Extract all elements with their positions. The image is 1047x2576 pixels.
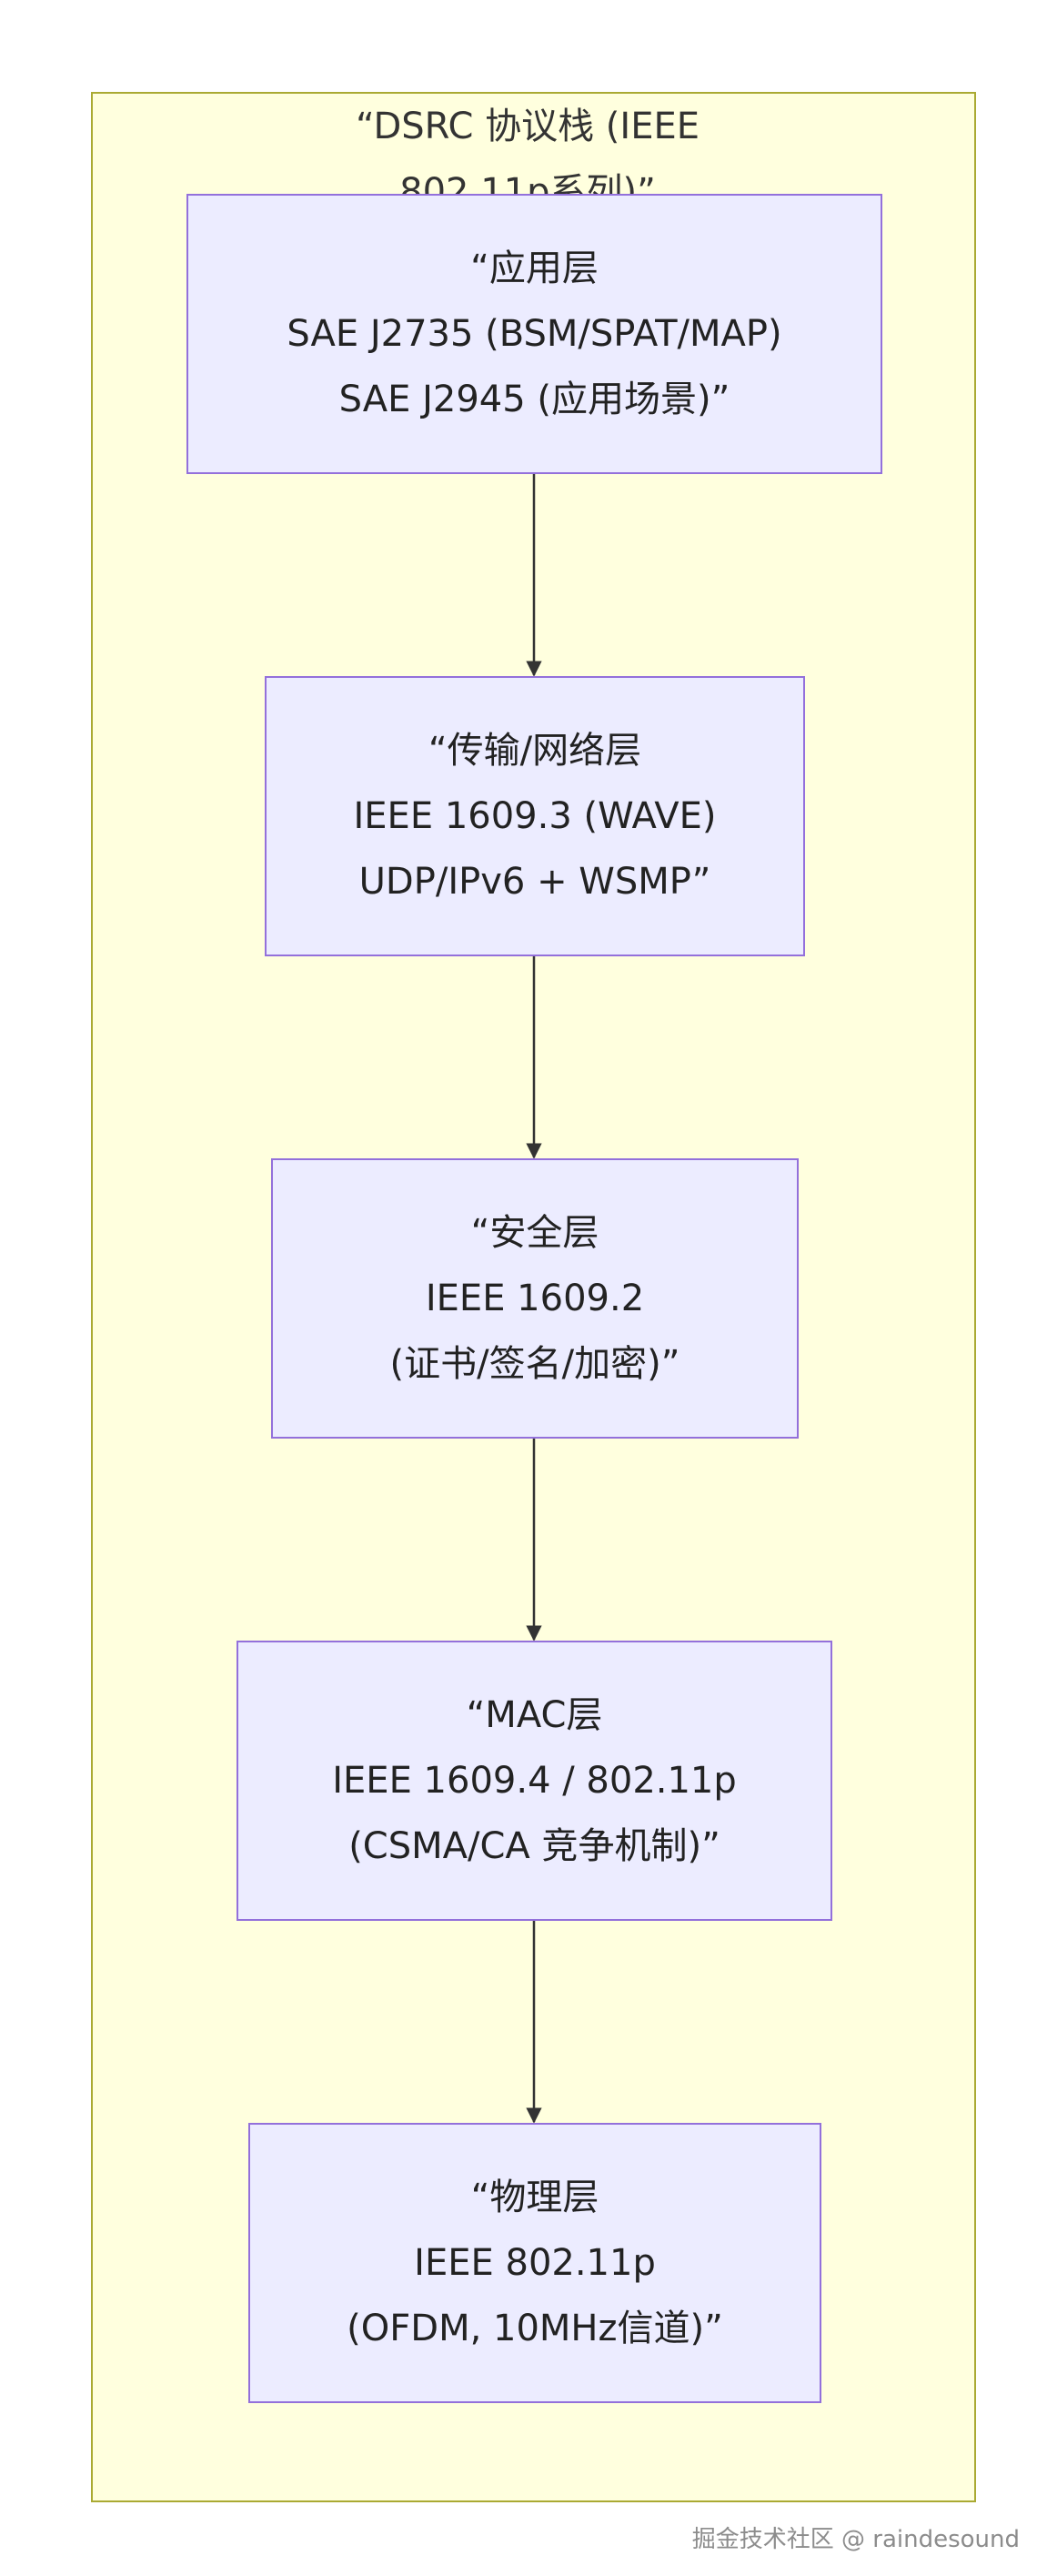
- node-security-layer: “安全层 IEEE 1609.2 (证书/签名/加密)”: [271, 1158, 799, 1439]
- node-line: (CSMA/CA 竞争机制)”: [348, 1825, 720, 1867]
- node-line: “MAC层: [466, 1694, 603, 1736]
- node-line: IEEE 802.11p: [414, 2242, 656, 2284]
- node-line: (OFDM, 10MHz信道)”: [347, 2308, 723, 2349]
- node-transport-network-layer: “传输/网络层 IEEE 1609.3 (WAVE) UDP/IPv6 + WS…: [265, 676, 805, 956]
- node-line: (证书/签名/加密)”: [389, 1343, 680, 1385]
- node-physical-layer: “物理层 IEEE 802.11p (OFDM, 10MHz信道)”: [248, 2123, 821, 2403]
- node-line: “物理层: [470, 2177, 599, 2218]
- node-line: “应用层: [470, 247, 599, 289]
- node-line: IEEE 1609.2: [425, 1278, 645, 1319]
- node-mac-layer: “MAC层 IEEE 1609.4 / 802.11p (CSMA/CA 竞争机…: [237, 1641, 832, 1921]
- node-line: “安全层: [470, 1212, 599, 1254]
- cluster-title-line-2: 802.11p系列)”: [399, 171, 656, 194]
- cluster-title-line-1: “DSRC 协议栈 (IEEE: [355, 106, 700, 147]
- node-line: IEEE 1609.4 / 802.11p: [332, 1760, 737, 1802]
- node-line: SAE J2945 (应用场景)”: [338, 379, 730, 420]
- node-application-layer: “应用层 SAE J2735 (BSM/SPAT/MAP) SAE J2945 …: [186, 194, 882, 474]
- node-line: SAE J2735 (BSM/SPAT/MAP): [287, 313, 782, 355]
- cluster-title: “DSRC 协议栈 (IEEE 802.11p系列)”: [237, 94, 819, 194]
- watermark: 掘金技术社区 @ raindesound: [691, 2526, 1020, 2553]
- node-line: UDP/IPv6 + WSMP”: [358, 861, 711, 903]
- node-line: IEEE 1609.3 (WAVE): [353, 795, 717, 837]
- node-line: “传输/网络层: [428, 730, 642, 772]
